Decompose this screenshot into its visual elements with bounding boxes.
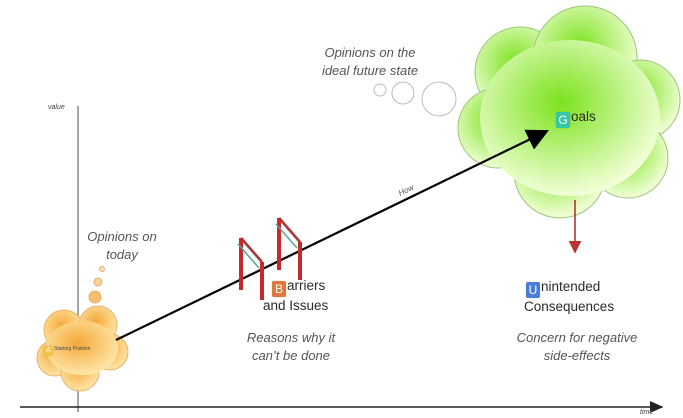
barriers-label-line2: and Issues [263, 298, 329, 313]
barriers-note-line2: can’t be done [251, 348, 331, 363]
goal-thought-bubbles [373, 81, 457, 117]
goals-badge: G [556, 112, 570, 128]
x-axis-label: time [640, 409, 654, 416]
unintended-note: Concern for negative side-effects [502, 329, 652, 365]
unintended-note-line1: Concern for negative [516, 330, 638, 345]
start-cloud [36, 305, 129, 392]
unintended-label-line2: Consequences [524, 299, 615, 314]
path-arrow [115, 129, 549, 341]
hurdle-2-icon [275, 217, 302, 280]
unintended-badge: U [526, 282, 540, 298]
start-thought-bubbles [88, 266, 105, 304]
start-label-text: Starting Position [54, 346, 91, 352]
barriers-note: Reasons why it can’t be done [236, 329, 346, 365]
hurdle-1-icon [237, 237, 264, 300]
unintended-label-text: nintended [541, 279, 601, 294]
y-axis-label: value [48, 104, 65, 111]
today-opinions-line2: today [106, 247, 138, 262]
start-badge: A [44, 346, 53, 356]
unintended-note-line2: side-effects [543, 348, 611, 363]
future-opinions-text: Opinions on the ideal future state [290, 44, 450, 80]
barriers-note-line1: Reasons why it [246, 330, 336, 345]
today-opinions-line1: Opinions on [87, 229, 157, 244]
barriers-badge: B [272, 281, 286, 297]
future-opinions-line2: ideal future state [321, 63, 419, 78]
barriers-label-text: arriers [287, 278, 326, 293]
today-opinions-text: Opinions on today [72, 228, 172, 264]
future-opinions-line1: Opinions on the [324, 45, 416, 60]
goal-cloud [457, 5, 681, 219]
goals-label-text: oals [571, 109, 596, 124]
